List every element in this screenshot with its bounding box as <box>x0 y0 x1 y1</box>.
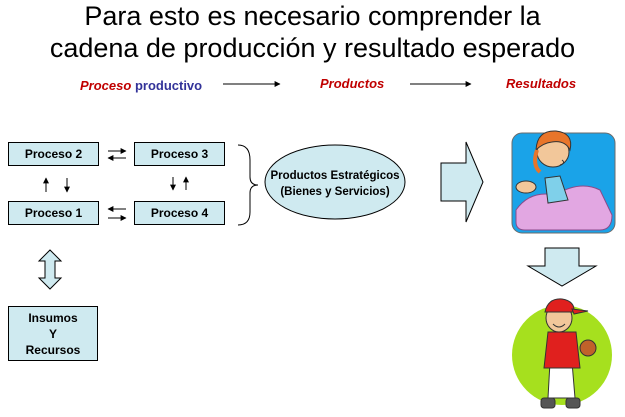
inputs-line-1: Insumos <box>28 310 78 325</box>
products-ellipse <box>264 144 406 220</box>
products-label: Productos Estratégicos (Bienes y Servici… <box>265 168 405 200</box>
slide-title-line-2: cadena de producción y resultado esperad… <box>49 33 576 63</box>
result-image-sick-person <box>511 130 616 234</box>
double-arrow-vertical <box>37 249 63 290</box>
inputs-line-3: Recursos <box>25 342 81 357</box>
header-productos: Productos <box>320 76 385 91</box>
header-proceso-productivo: Proceso productivo <box>80 78 202 93</box>
block-arrow-down <box>526 247 598 287</box>
header-productivo-word: productivo <box>134 78 203 93</box>
process-3-box: Proceso 3 <box>134 142 225 166</box>
curly-brace <box>237 144 259 226</box>
products-label-line-1: Productos Estratégicos <box>270 170 400 182</box>
header-resultados: Resultados <box>506 76 577 91</box>
result-image-healthy-kid <box>512 298 612 409</box>
process-2-box: Proceso 2 <box>8 142 99 166</box>
header-proceso-word: Proceso <box>80 78 132 93</box>
inputs-box: Insumos Y Recursos <box>8 306 98 361</box>
slide-title-line-1: Para esto es necesario comprender la <box>84 1 541 31</box>
process-4-box: Proceso 4 <box>134 201 225 225</box>
inputs-line-2: Y <box>48 326 57 341</box>
process-1-box: Proceso 1 <box>8 201 99 225</box>
products-label-line-2: (Bienes y Servicios) <box>280 186 390 198</box>
block-arrow-right <box>440 141 484 223</box>
